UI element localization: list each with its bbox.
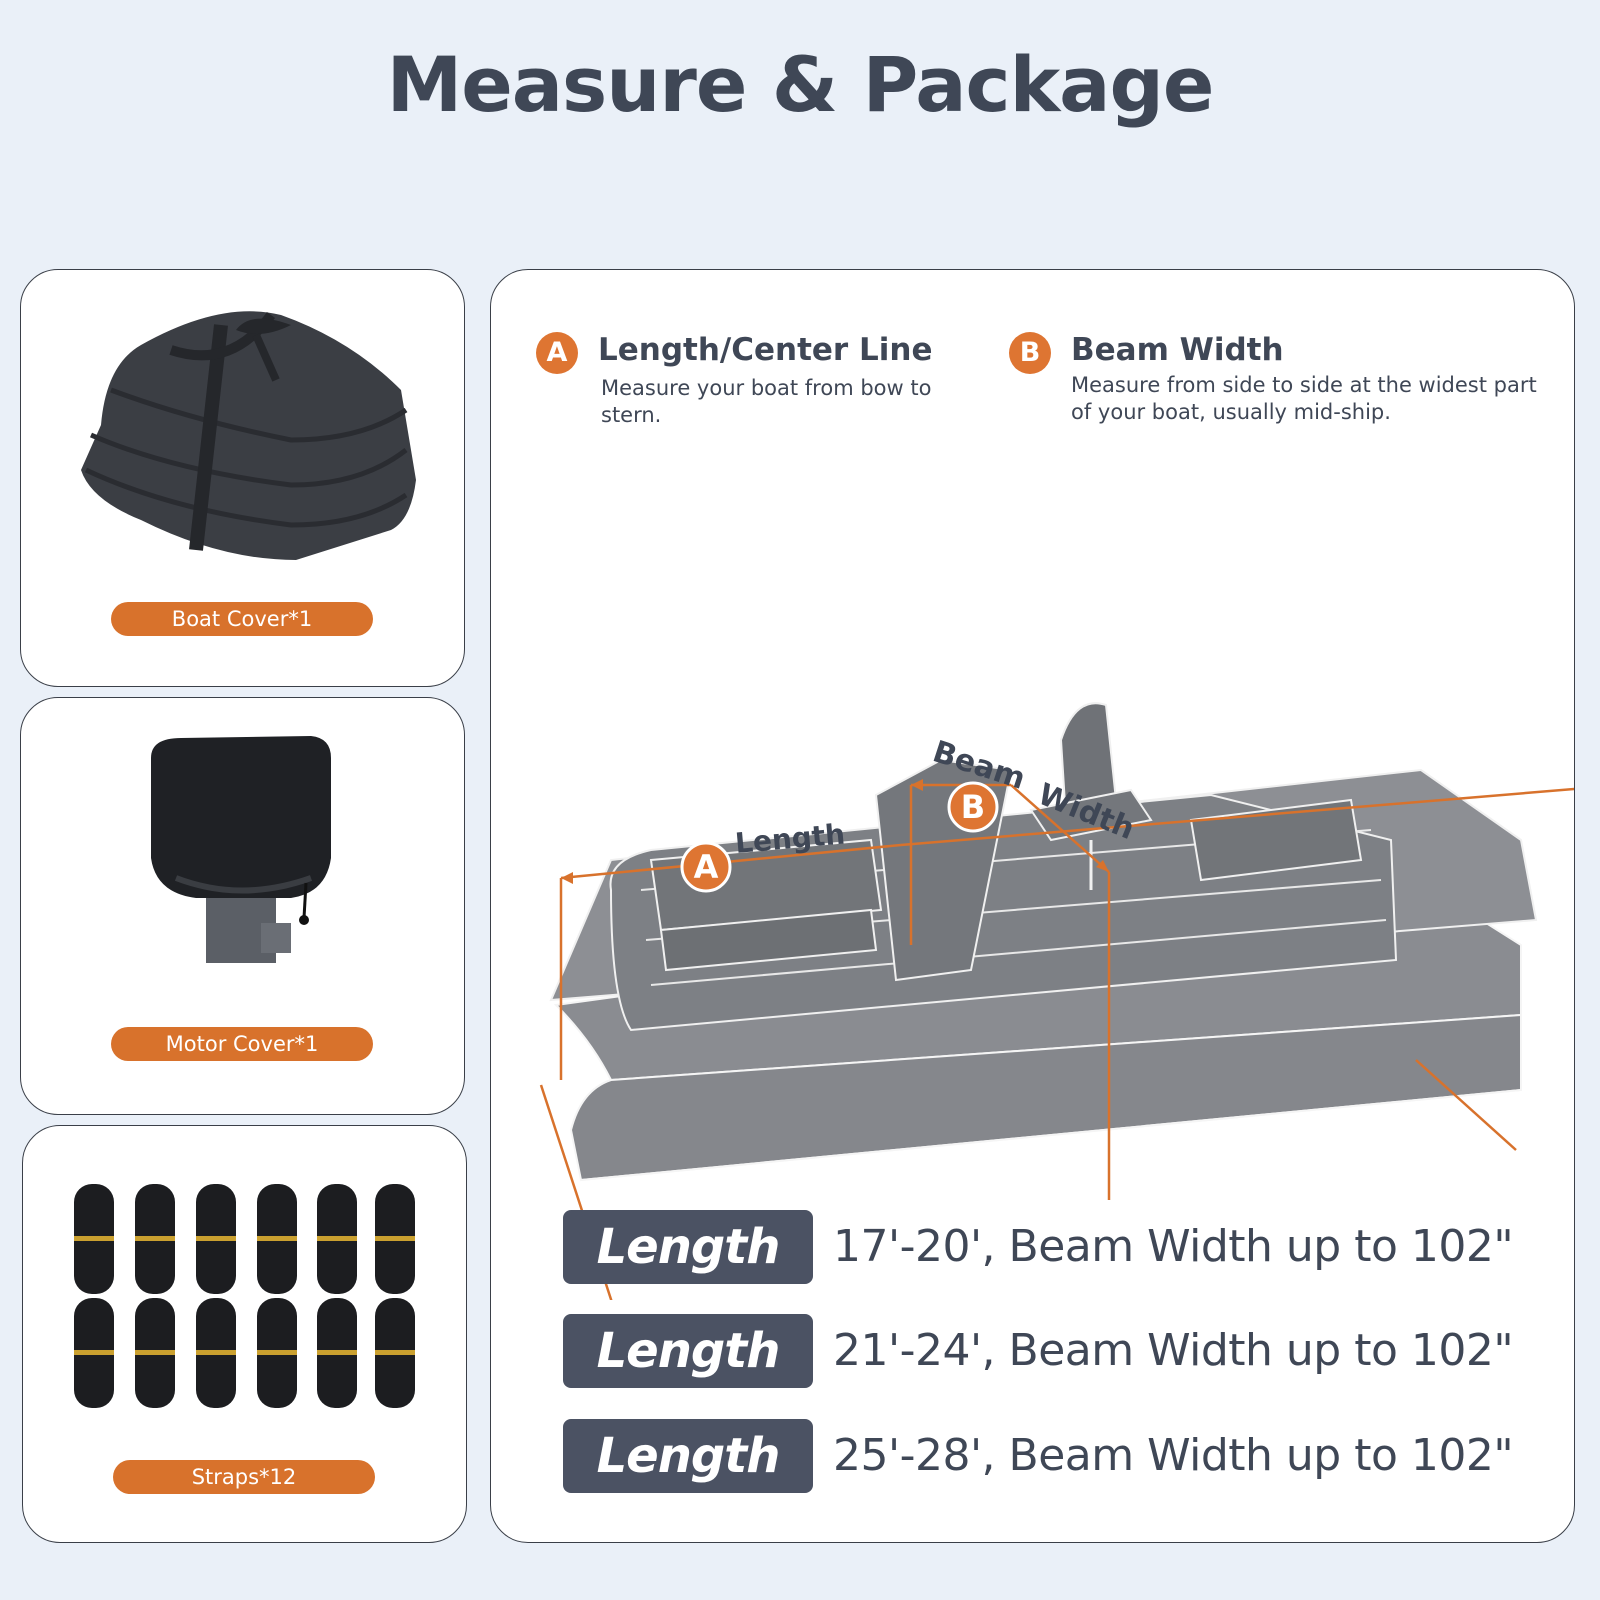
beam-width-desc: Measure from side to side at the widest …: [1071, 373, 1537, 424]
package-label-straps: Straps*12: [113, 1460, 375, 1494]
package-label-motor-cover: Motor Cover*1: [111, 1027, 373, 1061]
badge-b: B: [1009, 332, 1051, 374]
diagram-badge-b: B: [961, 788, 985, 826]
package-card-motor-cover: Motor Cover*1: [20, 697, 465, 1115]
pontoon-boat-diagram: A B Length Beam Width: [539, 702, 1574, 1300]
beam-width-title: Beam Width: [1071, 332, 1284, 368]
package-card-boat-cover: Boat Cover*1: [20, 269, 465, 687]
motor-cover-icon: [151, 736, 331, 963]
straps-icon: [74, 1184, 415, 1408]
spec-length-badge: Length: [563, 1419, 813, 1493]
diagram-badge-a: A: [694, 848, 719, 886]
measure-card: A Length/Center Line Measure your boat f…: [490, 269, 1575, 1543]
length-center-line-desc: Measure your boat from bow to stern.: [601, 376, 932, 427]
spec-length-badge: Length: [563, 1210, 813, 1284]
diagram-badge-a-circle: [680, 841, 732, 893]
spec-size-text: 17'-20', Beam Width up to 102": [833, 1221, 1514, 1272]
spec-size-text: 25'-28', Beam Width up to 102": [833, 1430, 1514, 1481]
folded-boat-cover-icon: [81, 311, 416, 560]
diagram-badge-b-circle: [947, 781, 999, 833]
page-title: Measure & Package: [386, 40, 1215, 129]
badge-a: A: [536, 332, 578, 374]
spec-size-text: 21'-24', Beam Width up to 102": [833, 1325, 1514, 1376]
length-center-line-title: Length/Center Line: [598, 332, 933, 368]
spec-length-badge: Length: [563, 1314, 813, 1388]
package-label-boat-cover: Boat Cover*1: [111, 602, 373, 636]
package-card-straps: Straps*12: [22, 1125, 467, 1543]
